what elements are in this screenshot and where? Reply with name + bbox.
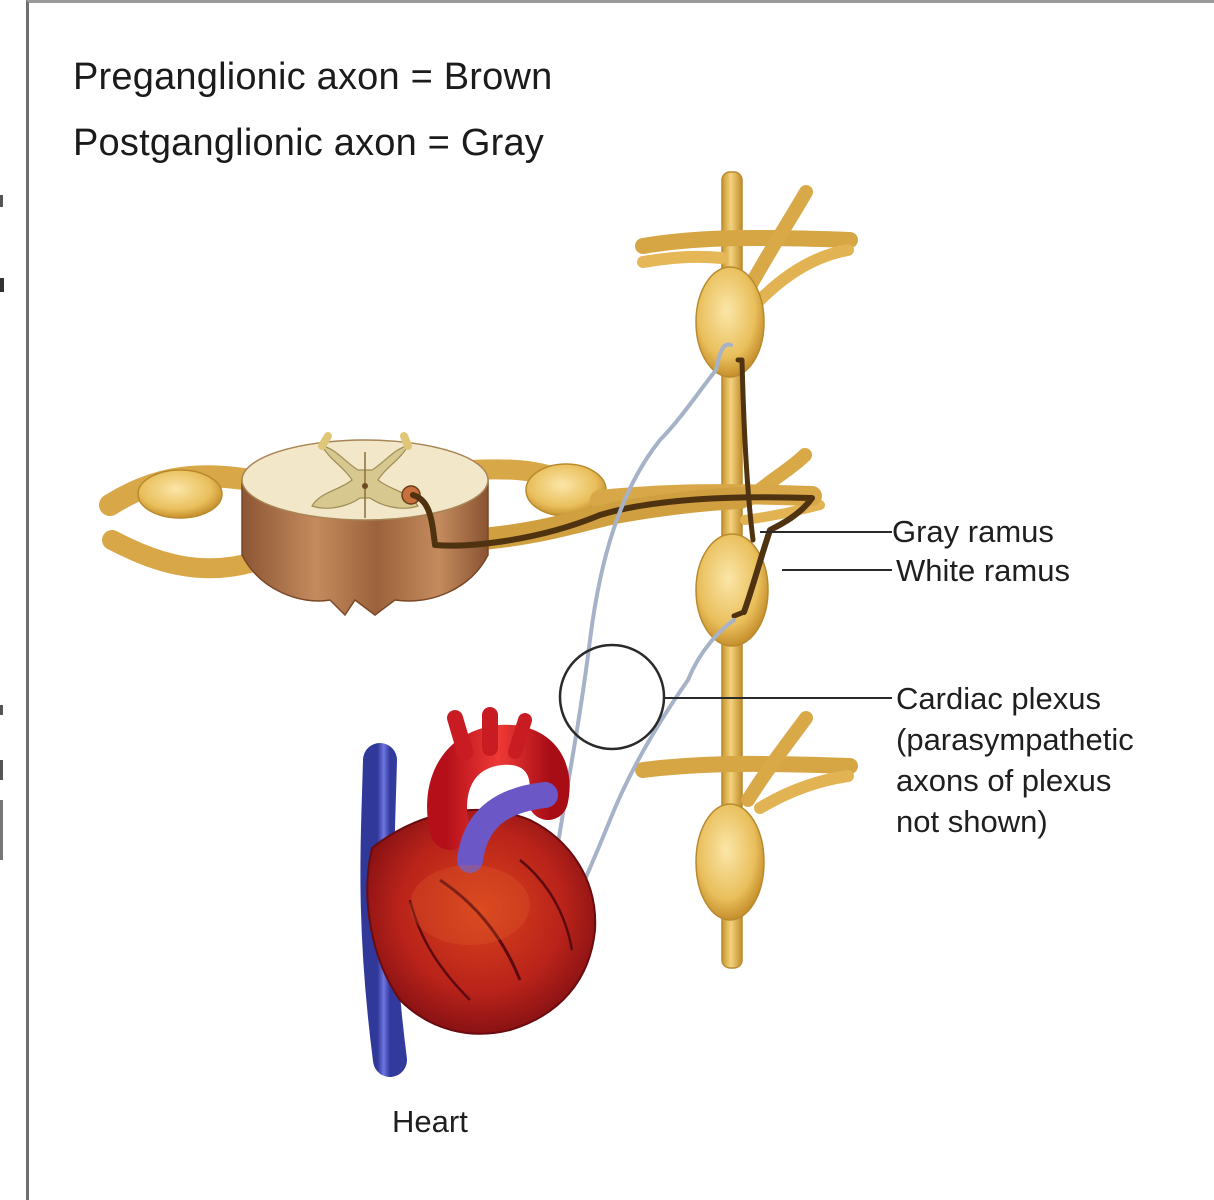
heart-illustration [360, 707, 597, 1085]
label-cardiac-plexus-line-3: axons of plexus [896, 763, 1112, 798]
axon-color-legend: Preganglionic axon = Brown Postganglioni… [73, 44, 552, 176]
label-heart: Heart [392, 1104, 468, 1139]
spinal-cord-section [241, 432, 489, 617]
sympathetic-trunk [635, 171, 858, 969]
legend-postganglionic: Postganglionic axon = Gray [73, 122, 544, 164]
label-cardiac-plexus-line-4: not shown) [896, 804, 1048, 839]
legend-preganglionic: Preganglionic axon = Brown [73, 56, 553, 98]
left-edge-marks [0, 195, 4, 860]
label-cardiac-plexus: Cardiac plexus (parasympathetic axons of… [896, 678, 1134, 842]
label-cardiac-plexus-line-2: (parasympathetic [896, 722, 1134, 757]
figure-frame [26, 0, 1214, 1200]
label-cardiac-plexus-line-1: Cardiac plexus [896, 681, 1102, 716]
label-gray-ramus: Gray ramus [892, 514, 1054, 549]
cardiac-plexus-circle [558, 643, 666, 751]
leader-lines [664, 531, 892, 699]
label-white-ramus: White ramus [896, 553, 1070, 588]
